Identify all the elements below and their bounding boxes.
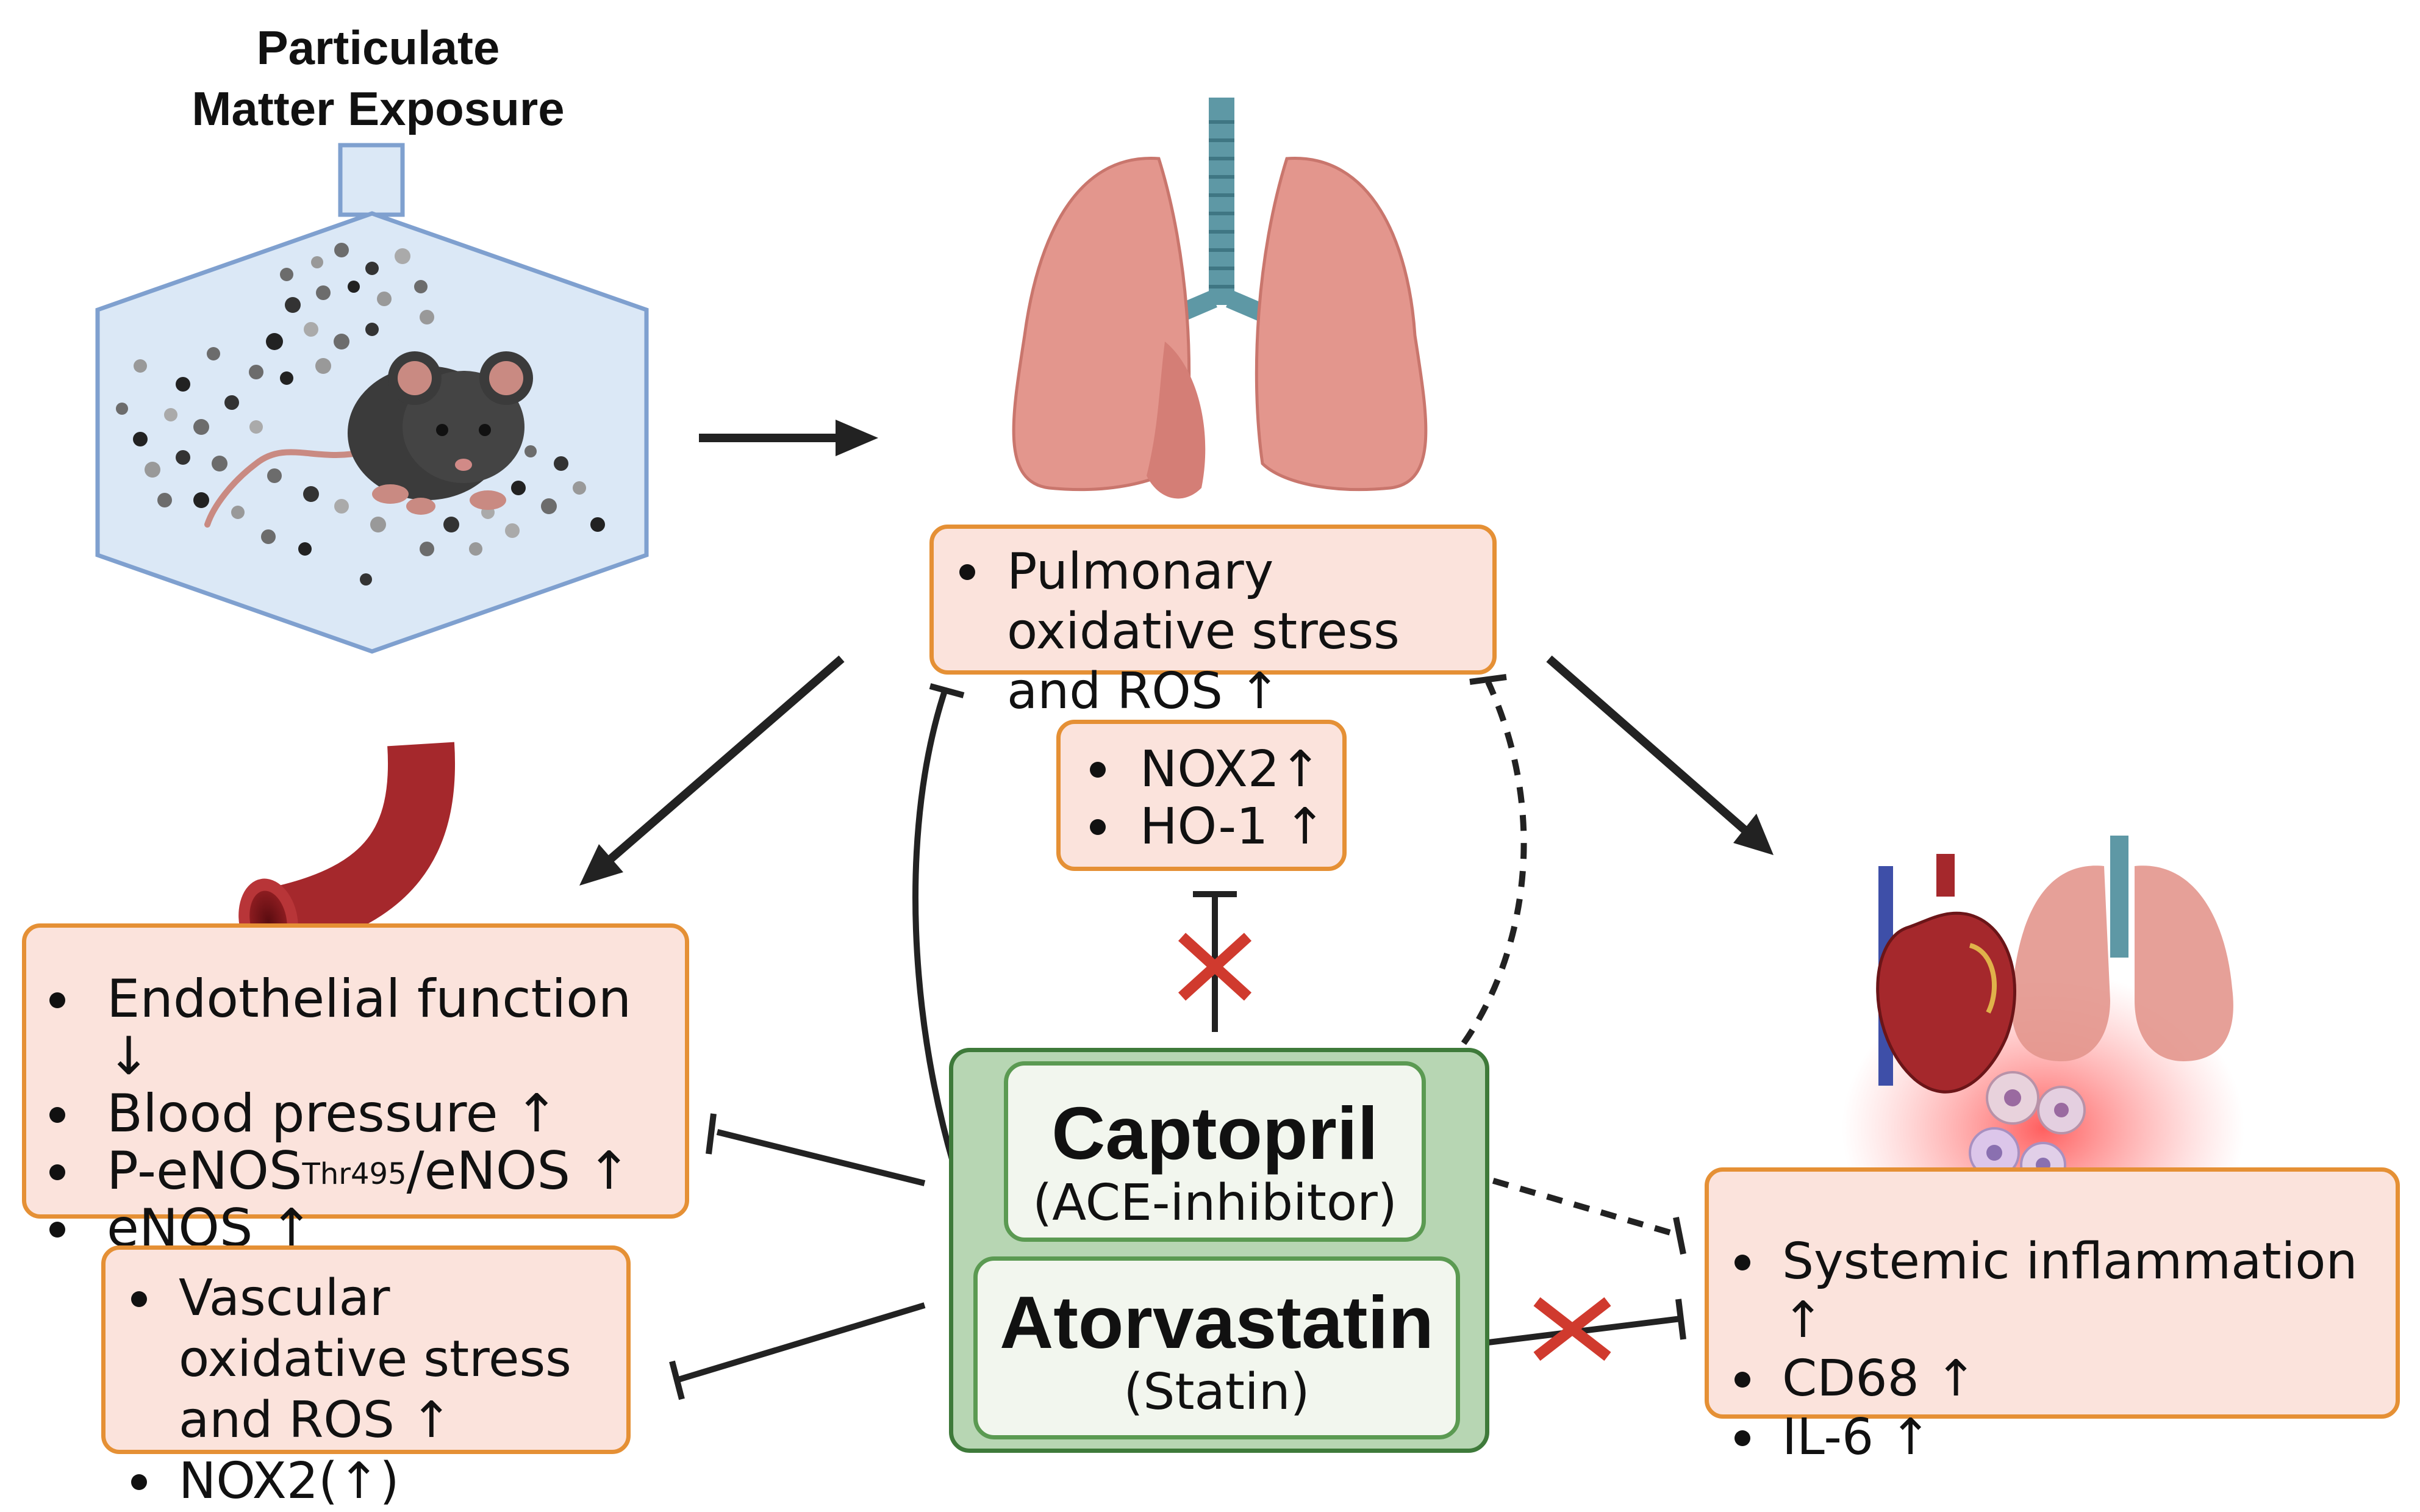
nox-effect-item: HO-1 ↑	[1090, 798, 1342, 856]
no-effect-crosses	[1178, 933, 1611, 1361]
vascular-effects-box: Vascular oxidative stress and ROS ↑ NOX2…	[101, 1245, 631, 1510]
inhibition-lines	[669, 674, 1686, 1400]
vascular-effect-item: NOX2(↑)	[131, 1451, 626, 1512]
systemic-effect-item: IL-6 ↑	[1734, 1408, 2396, 1467]
arrow-lungs-to-vessel	[579, 655, 845, 886]
exposure-chamber-illustration	[95, 143, 649, 654]
particle-dots	[116, 243, 605, 586]
arrow-lungs-to-heart	[1546, 655, 1774, 855]
arrow-exposure-to-lungs	[699, 420, 878, 456]
inhibit-drugs-to-vascular	[669, 1302, 926, 1400]
inhibit-captopril-to-pulmonary	[1425, 674, 1527, 1088]
flow-arrows	[579, 420, 1774, 886]
pulmonary-effects-list: Pulmonary oxidative stress and ROS ↑	[934, 542, 1492, 722]
exposure-title: Particulate Matter Exposure	[122, 17, 634, 139]
endothelial-effects-list: Endothelial function ↓ Blood pressure ↑ …	[26, 970, 685, 1257]
systemic-effects-box: Systemic inflammation ↑ CD68 ↑ IL-6 ↑	[1705, 1167, 2400, 1466]
systemic-effect-item: CD68 ↑	[1734, 1350, 2396, 1408]
lungs-illustration	[1012, 98, 1428, 499]
endothelial-effect-item: Blood pressure ↑	[49, 1085, 685, 1142]
exposure-title-line1: Particulate	[256, 21, 500, 74]
captopril-name: Captopril	[1051, 1092, 1378, 1175]
mouse-icon	[204, 351, 533, 528]
pulmonary-effects-box: Pulmonary oxidative stress and ROS ↑	[929, 525, 1497, 720]
captopril-class: (ACE-inhibitor)	[1033, 1174, 1397, 1232]
vascular-effect-item: Vascular oxidative stress and ROS ↑	[131, 1268, 626, 1451]
nox-effects-box: NOX2↑ HO-1 ↑	[1056, 720, 1347, 871]
inhibit-drugs-to-endothelial	[706, 1113, 926, 1186]
peNOS-prefix: P-eNOS	[107, 1141, 302, 1202]
vascular-effects-list: Vascular oxidative stress and ROS ↑ NOX2…	[106, 1268, 626, 1512]
atorvastatin-class: (Statin)	[1123, 1363, 1310, 1421]
nox-effect-item: NOX2↑	[1090, 741, 1342, 798]
pulmonary-effect-item: Pulmonary oxidative stress and ROS ↑	[959, 542, 1492, 722]
peNOS-suffix: /eNOS ↑	[406, 1141, 631, 1202]
no-effect-cross-systemic	[1533, 1297, 1611, 1361]
no-effect-cross-nox	[1178, 933, 1252, 1001]
endothelial-effect-item-peNOS: P-eNOSThr495/eNOS ↑	[49, 1141, 685, 1202]
systemic-effects-list: Systemic inflammation ↑ CD68 ↑ IL-6 ↑	[1709, 1233, 2396, 1467]
atorvastatin-box: Atorvastatin (Statin)	[973, 1256, 1460, 1439]
endothelial-effects-box: Endothelial function ↓ Blood pressure ↑ …	[22, 923, 689, 1257]
captopril-box: Captopril (ACE-inhibitor)	[1004, 1061, 1426, 1242]
exposure-title-line2: Matter Exposure	[192, 82, 565, 135]
atorvastatin-name: Atorvastatin	[1000, 1281, 1434, 1364]
peNOS-superscript: Thr495	[302, 1157, 407, 1191]
systemic-effect-item: Systemic inflammation ↑	[1734, 1233, 2396, 1350]
nox-effects-list: NOX2↑ HO-1 ↑	[1061, 741, 1342, 856]
endothelial-effect-item: Endothelial function ↓	[49, 970, 685, 1085]
